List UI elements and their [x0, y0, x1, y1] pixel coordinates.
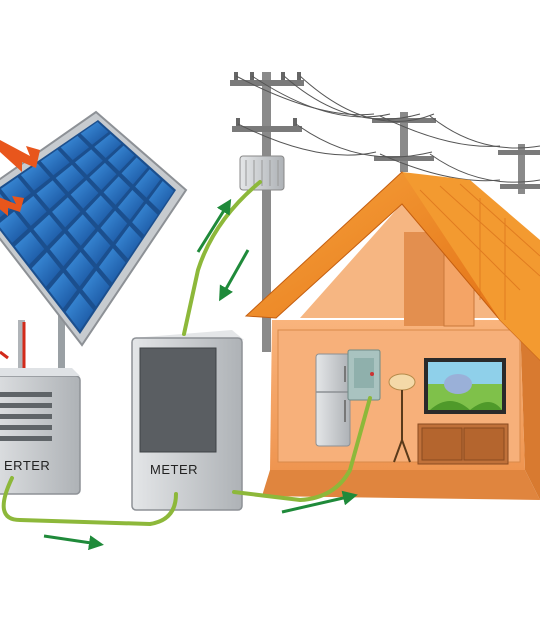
meter-label: METER — [150, 462, 198, 477]
solar-cell — [75, 149, 103, 175]
tv-icon — [424, 358, 506, 414]
solar-cell — [60, 135, 90, 161]
solar-cell — [148, 181, 174, 212]
solar-cell — [115, 225, 142, 259]
solar-cell — [82, 270, 110, 307]
solar-cell — [14, 231, 45, 265]
utility-pole-2 — [372, 112, 436, 172]
panel-cells — [0, 122, 174, 331]
cabinet-icon — [417, 423, 509, 465]
utility-pole-3 — [498, 144, 540, 194]
solar-cell — [36, 180, 66, 209]
flow-arrow-right-bottom — [43, 534, 104, 551]
solar-cell — [48, 272, 78, 309]
solar-cell — [132, 203, 158, 235]
flow-arrows — [43, 198, 358, 551]
inverter-box-icon: ERTER — [0, 368, 81, 495]
refrigerator-icon — [315, 353, 351, 447]
solar-cell — [121, 157, 148, 185]
inverter-label: ERTER — [4, 458, 50, 473]
flow-arrow-down — [219, 249, 250, 302]
solar-cell — [135, 169, 161, 198]
power-lines — [235, 75, 540, 183]
solar-cell — [55, 164, 85, 192]
transformer-icon — [239, 155, 285, 191]
solar-cell — [33, 214, 63, 247]
solar-panel-icon — [0, 110, 188, 382]
solar-cell — [40, 149, 70, 176]
solar-cell — [89, 162, 117, 190]
solar-cell — [52, 197, 81, 228]
solar-cell — [67, 214, 96, 246]
solar-cell — [85, 195, 113, 226]
flow-arrow-right-house — [281, 490, 358, 514]
solar-cell — [94, 133, 122, 159]
solar-cell — [100, 210, 128, 243]
solar-cell — [17, 195, 47, 226]
solar-cell — [31, 252, 61, 287]
solar-cell — [117, 189, 144, 220]
flow-arrow-up — [196, 198, 232, 253]
solar-cell — [83, 231, 111, 265]
power-cables — [1, 180, 372, 527]
solar-cell — [103, 176, 131, 205]
solar-cell — [20, 163, 51, 191]
sun-ray-arrow-icon — [0, 140, 40, 216]
solar-cell — [70, 180, 99, 209]
solar-cell — [98, 248, 126, 283]
breaker-box-icon — [347, 349, 381, 401]
meter-box-icon: METER — [131, 330, 244, 511]
solar-cell — [107, 145, 135, 172]
solar-cell — [66, 252, 94, 287]
solar-cell — [80, 122, 109, 145]
solar-cell — [0, 211, 28, 243]
solar-cell — [49, 233, 79, 267]
lamp-icon — [388, 373, 416, 463]
solar-cell — [65, 293, 94, 331]
